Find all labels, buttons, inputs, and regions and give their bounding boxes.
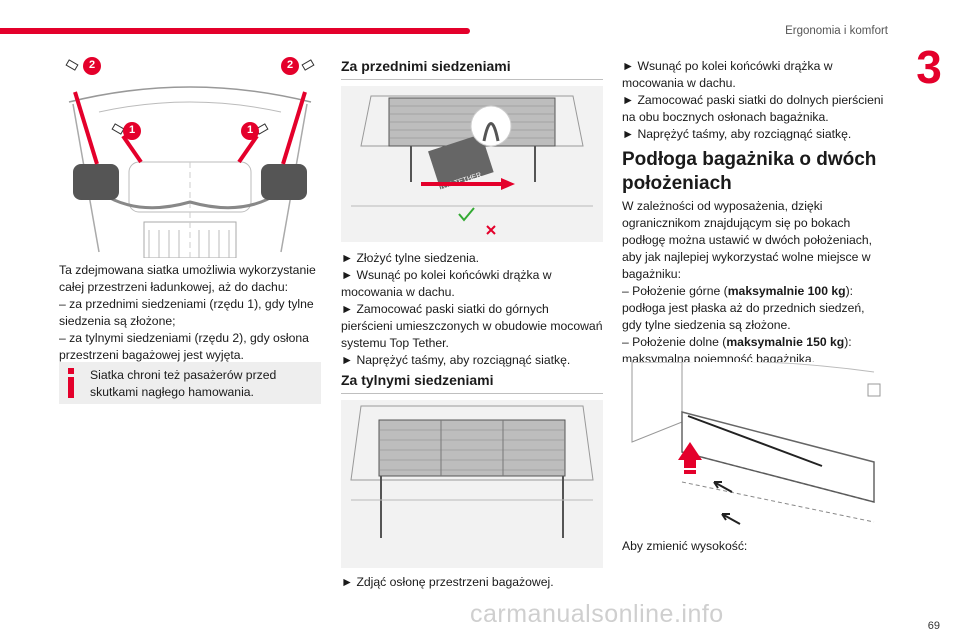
text-line: Ta zdejmowana siatka umożliwia wykorzyst… — [59, 263, 316, 277]
info-note-text: Siatka chroni też pasażerów przed skutka… — [90, 368, 277, 399]
heading-behind-front-seats: Za przednimi siedzeniami — [341, 58, 511, 74]
text-line: – za przednimi siedzeniami (rzędu 1), gd… — [59, 297, 314, 311]
text-line: aby jak najlepiej wykorzystać wolne miej… — [622, 250, 871, 264]
roof-mounting-figure: 2 2 1 1 — [59, 52, 321, 258]
text-line: przestrzeni bagażowej jest wyjęta. — [59, 348, 244, 362]
heading-behind-rear-seats: Za tylnymi siedzeniami — [341, 372, 494, 388]
info-note-box: Siatka chroni też pasażerów przed skutka… — [59, 362, 321, 404]
step-line: pierścieni umieszczonych w obudowie moco… — [341, 319, 603, 333]
heading-two-position-floor: Podłoga bagażnika o dwóch położeniach — [622, 149, 877, 194]
rear-seats-step: ► Zdjąć osłonę przestrzeni bagażowej. — [341, 575, 554, 589]
front-seats-net-illustration: TOP TETHER — [341, 86, 603, 242]
step-line: na obu bocznych osłonach bagażnika. — [622, 110, 829, 124]
intro-paragraph: Ta zdejmowana siatka umożliwia wykorzyst… — [59, 262, 329, 364]
heading-divider — [341, 393, 603, 394]
text-line: bagażniku: — [622, 267, 681, 281]
text-line: siedzenia są złożone; — [59, 314, 176, 328]
text-line: gdy tylne siedzenia są złożone. — [622, 318, 791, 332]
floor-paragraph: W zależności od wyposażenia, dzięki ogra… — [622, 198, 892, 368]
label-badge-1-left: 1 — [123, 122, 141, 140]
step-line: ► Złożyć tylne siedzenia. — [341, 251, 480, 265]
watermark-text: carmanualsonline.info — [470, 600, 724, 628]
step-line: mocowania w dachu. — [341, 285, 455, 299]
step-line: ► Naprężyć taśmy, aby rozciągnąć siatkę. — [622, 127, 852, 141]
label-badge-2-left: 2 — [83, 57, 101, 75]
boot-floor-figure — [622, 362, 884, 532]
rear-seats-net-figure — [341, 400, 603, 568]
step-line: systemu Top Tether. — [341, 336, 449, 350]
info-icon — [65, 368, 77, 398]
boot-floor-illustration — [631, 362, 881, 525]
text-line: – za tylnymi siedzeniami (rzędu 2), gdy … — [59, 331, 309, 345]
step-line: ► Wsunąć po kolei końcówki drążka w — [341, 268, 552, 282]
label-badge-1-right: 1 — [241, 122, 259, 140]
label-badge-2-right: 2 — [281, 57, 299, 75]
roof-mounting-illustration — [65, 59, 315, 258]
page-number: 69 — [927, 620, 940, 632]
text-line: całej przestrzeni ładunkowej, aż do dach… — [59, 280, 288, 294]
step-line: mocowania w dachu. — [622, 76, 736, 90]
step-line: ► Naprężyć taśmy, aby rozciągnąć siatkę. — [341, 353, 571, 367]
tether-steps: ► Wsunąć po kolei końcówki drążka w moco… — [622, 58, 892, 143]
text-line: podłogę można ustawić w dwóch położeniac… — [622, 233, 872, 247]
header-accent-bar — [0, 28, 470, 34]
step-line: ► Zamocować paski siatki do dolnych pier… — [622, 93, 884, 107]
step-line: ► Wsunąć po kolei końcówki drążka w — [622, 59, 833, 73]
heading-divider — [341, 79, 603, 80]
text-line: ogranicznikom znajdującym się po bokach — [622, 216, 851, 230]
lower-position-line: – Położenie dolne (maksymalnie 150 kg): — [622, 335, 852, 349]
front-seats-steps: ► Złożyć tylne siedzenia. ► Wsunąć po ko… — [341, 250, 603, 369]
front-seats-net-figure: TOP TETHER — [341, 86, 603, 242]
upper-position-line: – Położenie górne (maksymalnie 100 kg): — [622, 284, 854, 298]
step-line: ► Zamocować paski siatki do górnych — [341, 302, 549, 316]
chapter-number: 3 — [916, 41, 942, 93]
change-height-text: Aby zmienić wysokość: — [622, 539, 748, 553]
text-line: podłoga jest płaska aż do przednich sied… — [622, 301, 865, 315]
section-title: Ergonomia i komfort — [785, 25, 888, 37]
text-line: W zależności od wyposażenia, dzięki — [622, 199, 823, 213]
rear-seats-net-illustration — [341, 400, 603, 568]
